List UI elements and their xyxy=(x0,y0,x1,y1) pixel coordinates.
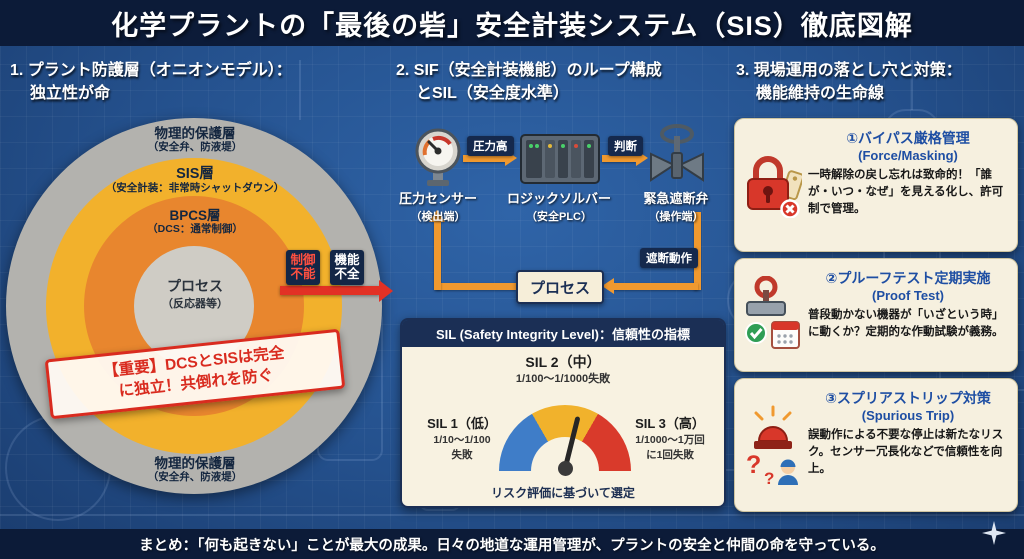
core-label: プロセス xyxy=(167,278,223,294)
valve-label: 緊急遮断弁 （操作端） xyxy=(631,188,721,224)
logic-solver-plc-icon xyxy=(520,134,600,184)
summary-text: まとめ：「何も起きない」ことが最大の成果。日々の地道な運用管理が、プラントの安全… xyxy=(139,537,885,554)
sil-gauge-hub xyxy=(558,461,573,476)
card1-body: 一時解除の戻し忘れは致命的！「誰が・いつ・なぜ」を見える化し、許可制で管理。 xyxy=(808,169,1004,216)
sil-gauge xyxy=(499,405,631,476)
outer-bottom-sub: （安全弁、防液堤） xyxy=(147,471,243,483)
failure-label-malfunction: 機能不全 xyxy=(330,250,364,285)
outer-top-label: 物理的保護層 xyxy=(154,126,236,141)
outer-bottom-label: 物理的保護層 xyxy=(154,456,236,471)
valve-calendar-check-icon xyxy=(745,276,800,349)
card2-subtitle: (Proof Test) xyxy=(872,288,944,303)
failure-propagation-arrow xyxy=(280,286,380,295)
card3-title: ③スプリアストリップ対策 xyxy=(825,390,991,406)
sil1-sub1: 1/10〜1/100 xyxy=(433,434,491,446)
sis-sub: （安全計装：非常時シャットダウン） xyxy=(105,182,285,194)
process-box: プロセス xyxy=(516,270,604,304)
card-spurious-trip: ? ? ③スプリアストリップ対策 (Spurious Trip) 誤動作による不… xyxy=(734,378,1018,512)
sil3-sub2: に1回失敗 xyxy=(646,449,694,461)
failure-label-loss-of-control: 制御不能 xyxy=(286,250,320,285)
card3-icon-wrap: ? ? xyxy=(744,388,802,502)
svg-text:?: ? xyxy=(764,469,774,485)
bpcs-label: BPCS層 xyxy=(169,208,221,223)
card3-body: 誤動作による不要な停止は新たなリスク。センサー冗長化などで信頼性を向上。 xyxy=(808,429,1004,476)
card2-icon-wrap xyxy=(744,268,802,362)
card1-title: ①バイパス厳格管理 xyxy=(846,130,970,146)
sil1-sub2: 失敗 xyxy=(451,449,473,461)
sil3-block: SIL 3（高） 1/1000〜1万回 に1回失敗 xyxy=(620,413,720,462)
card1-icon-wrap xyxy=(744,128,802,242)
card1-subtitle: (Force/Masking) xyxy=(858,148,958,163)
sensor-name: 圧力センサー xyxy=(398,191,477,206)
col2-heading-line2: とSIL（安全度水準） xyxy=(416,85,569,102)
bpcs-sub: （DCS：通常制御） xyxy=(147,223,243,235)
outer-top-sub: （安全弁、防液堤） xyxy=(147,141,243,153)
sil-panel-body: SIL 2（中） 1/100〜1/1000失敗 SIL 1（低） 1/10〜1/… xyxy=(402,347,724,506)
sensor-label: 圧力センサー （検出端） xyxy=(392,188,484,224)
signal-label-high-pressure: 圧力高 xyxy=(467,136,514,156)
sil-panel-header: SIL (Safety Integrity Level)：信頼性の指標 xyxy=(402,320,724,347)
sil3-label: SIL 3（高） xyxy=(635,416,705,431)
card-bypass-management: ①バイパス厳格管理 (Force/Masking) 一時解除の戻し忘れは致命的！… xyxy=(734,118,1018,252)
solver-sub: （安全PLC） xyxy=(526,211,592,223)
card-proof-test: ②プルーフテスト定期実施 (Proof Test) 普段動かない機器が「いざとい… xyxy=(734,258,1018,372)
card2-body: 普段動かない機器が「いざという時」に動くか？定期的な作動試験が義務。 xyxy=(808,309,1004,339)
loopback-horizontal xyxy=(436,283,516,290)
col1-heading-line2: 独立性が命 xyxy=(30,85,111,102)
sensor-sub: （検出端） xyxy=(410,211,466,223)
valve-name: 緊急遮断弁 xyxy=(643,191,709,206)
col3-heading-line1: 3. 現場運用の落とし穴と対策： xyxy=(736,62,962,79)
title-bar: 化学プラントの「最後の砦」安全計装システム（SIS）徹底図解 xyxy=(0,0,1024,46)
summary-bar: まとめ：「何も起きない」ことが最大の成果。日々の地道な運用管理が、プラントの安全… xyxy=(0,521,1024,559)
signal-label-shutdown-action: 遮断動作 xyxy=(640,248,698,268)
page-title: 化学プラントの「最後の砦」安全計装システム（SIS）徹底図解 xyxy=(111,10,913,41)
loopback-head xyxy=(429,210,445,222)
sil1-block: SIL 1（低） 1/10〜1/100 失敗 xyxy=(414,413,510,462)
arrow-solver-to-valve xyxy=(602,155,636,162)
col1-heading-line1: 1. プラント防護層（オニオンモデル）： xyxy=(10,62,292,79)
svg-text:?: ? xyxy=(746,451,761,479)
arrow-sensor-to-solver xyxy=(463,155,505,162)
signal-label-decision: 判断 xyxy=(608,136,643,156)
sil2-sub: 1/100〜1/1000失敗 xyxy=(515,373,611,385)
shutdown-path-horizontal xyxy=(614,283,698,290)
col3-heading-line2: 機能維持の生命線 xyxy=(756,85,885,102)
sil-footer-note: リスク評価に基づいて選定 xyxy=(491,486,635,500)
sil2-label: SIL 2（中） xyxy=(525,354,601,370)
loopback-vertical xyxy=(434,222,441,290)
solver-label: ロジックソルバー （安全PLC） xyxy=(506,188,612,224)
sis-label: SIS層 xyxy=(176,166,214,182)
card3-subtitle: (Spurious Trip) xyxy=(861,408,955,423)
onion-model-diagram: 物理的保護層 （安全弁、防液堤） SIS層 （安全計装：非常時シャットダウン） … xyxy=(2,104,388,516)
sil-panel: SIL (Safety Integrity Level)：信頼性の指標 SIL … xyxy=(400,318,726,508)
pressure-sensor-gauge-icon xyxy=(415,128,461,186)
core-sub: （反応器等） xyxy=(162,298,228,310)
sil1-label: SIL 1（低） xyxy=(427,416,497,431)
col2-heading-line1: 2. SIF（安全計装機能）のループ構成 xyxy=(396,62,662,79)
valve-sub: （操作端） xyxy=(648,211,704,223)
emergency-shutoff-valve-icon xyxy=(650,124,704,182)
card2-title: ②プルーフテスト定期実施 xyxy=(825,270,991,286)
shutdown-path-head xyxy=(602,278,614,294)
padlock-with-tag-icon xyxy=(747,156,802,218)
sil3-sub1: 1/1000〜1万回 xyxy=(635,434,705,446)
solver-name: ロジックソルバー xyxy=(506,191,611,206)
alarm-beacon-question-icon: ? ? xyxy=(746,405,798,485)
